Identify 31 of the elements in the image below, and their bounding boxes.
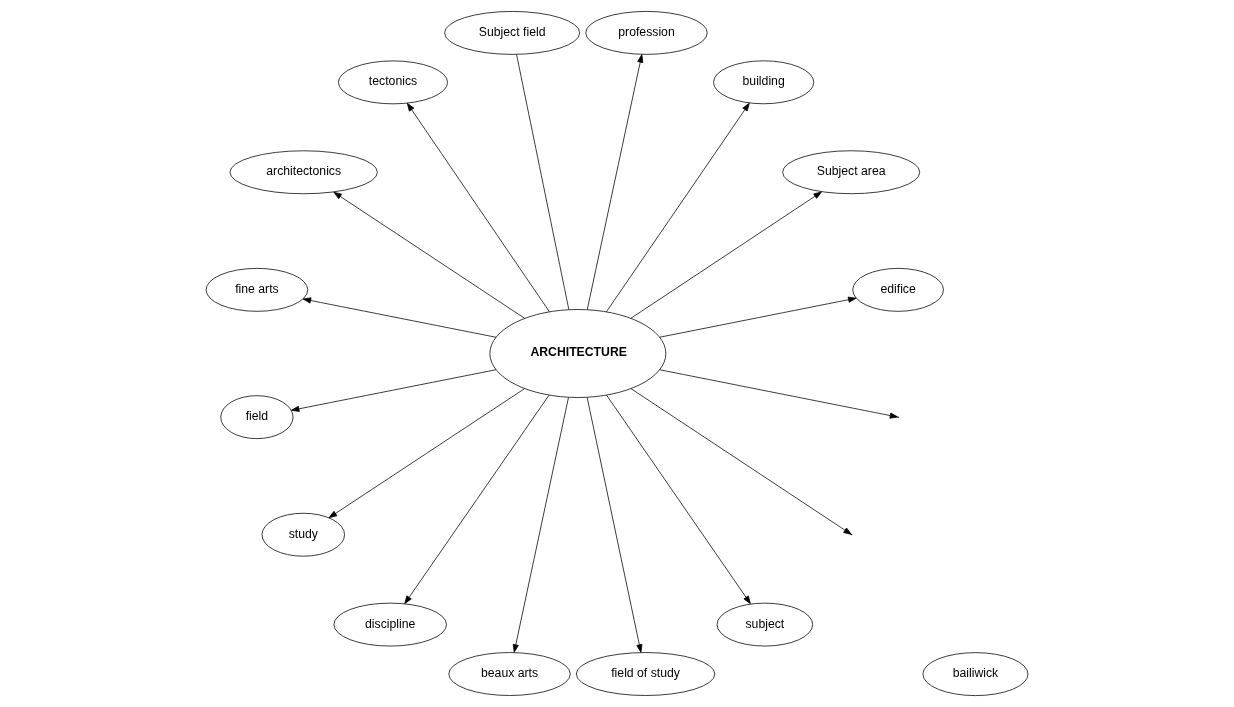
- arrow: [586, 54, 644, 310]
- arrow: [659, 296, 857, 338]
- node-ellipse: beaux arts: [448, 652, 571, 696]
- arrow: [302, 297, 497, 338]
- node-ellipse: Subject area: [782, 150, 921, 195]
- node-ellipse: profession: [585, 11, 708, 55]
- arrow: [333, 191, 526, 319]
- node-ellipse: field: [220, 395, 294, 440]
- node-ellipse: discipline: [333, 602, 447, 647]
- node-ellipse: building: [713, 60, 815, 105]
- arrow: [606, 394, 751, 605]
- arrow: [630, 388, 852, 535]
- node-ellipse: subject: [716, 602, 814, 647]
- node-ellipse: architectonics: [229, 150, 378, 195]
- arrow: [404, 394, 550, 605]
- arrow: [290, 369, 497, 412]
- arrow: [406, 102, 550, 313]
- arrow: [606, 102, 750, 313]
- arrow: [586, 397, 643, 653]
- node-ellipse: fine arts: [205, 267, 309, 312]
- connector: [516, 54, 570, 310]
- arrow: [659, 369, 899, 419]
- node-ellipse: field of study: [575, 652, 716, 696]
- arrow: [512, 397, 569, 653]
- node-ellipse: bailiwick: [922, 652, 1029, 696]
- node-ellipse: Subject field: [444, 11, 581, 55]
- node-ellipse: edifice: [852, 268, 944, 312]
- arrow: [630, 191, 822, 319]
- node-ellipse: tectonics: [338, 60, 448, 105]
- arrow: [328, 388, 525, 519]
- node-ellipse: ARCHITECTURE: [489, 309, 667, 398]
